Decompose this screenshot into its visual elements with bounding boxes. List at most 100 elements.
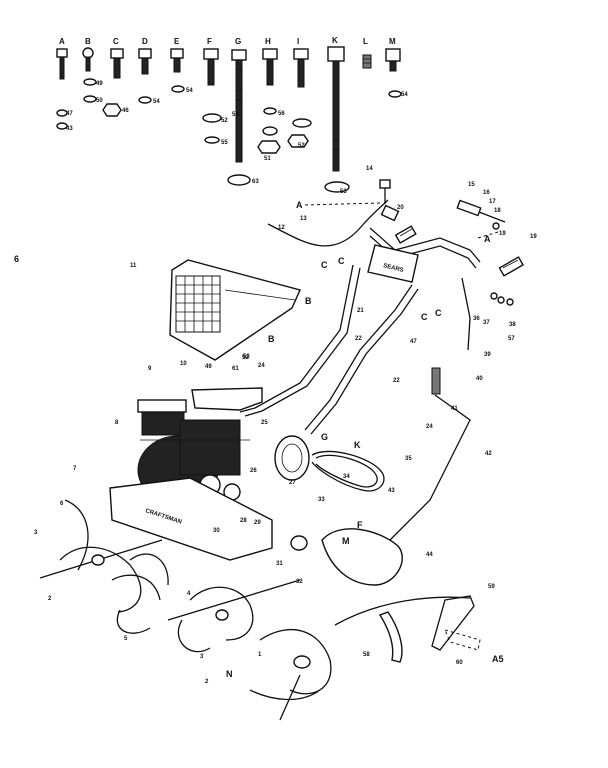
part-number: 41 <box>451 406 458 412</box>
tine-assembly-right <box>167 579 332 721</box>
part-number: 12 <box>278 225 285 231</box>
bolt-letter: K <box>332 36 338 45</box>
drive-cable <box>389 394 471 541</box>
part-number: 19 <box>499 231 506 237</box>
hardware-number: 54 <box>401 92 408 98</box>
bolt-h <box>262 48 278 86</box>
part-number: 11 <box>130 263 137 269</box>
part-number: 47 <box>410 339 417 345</box>
depth-stake <box>334 595 481 651</box>
belt-cover <box>321 528 403 586</box>
hardware-number: 53 <box>232 112 239 118</box>
part-number: 24 <box>426 424 433 430</box>
part-number: 15 <box>468 182 475 188</box>
hardware-number: 54 <box>153 99 160 105</box>
bolt-letter: B <box>85 37 91 46</box>
engine-shroud <box>169 259 301 361</box>
part-number: 18 <box>494 208 501 214</box>
part-number: 37 <box>483 320 490 326</box>
part-number: 22 <box>355 336 362 342</box>
pulley-32 <box>290 535 308 551</box>
bolt-g <box>231 49 247 163</box>
part-number: 33 <box>318 497 325 503</box>
cable-clamp <box>379 179 391 204</box>
part-number: 22 <box>393 378 400 384</box>
part-number: 7 <box>73 466 77 472</box>
bolt-letter: D <box>142 37 148 46</box>
part-number: 4 <box>187 591 191 597</box>
part-number: 59 <box>488 584 495 590</box>
hardware-number: 52 <box>221 118 228 124</box>
bolt-letter: E <box>174 37 180 46</box>
part-number: 9 <box>148 366 152 372</box>
connector-letter: C <box>321 260 328 270</box>
connector-letter: B <box>305 296 312 306</box>
connector-letter: M <box>342 536 350 546</box>
hardware-number: 54 <box>186 88 193 94</box>
connector-letter: A <box>484 234 491 244</box>
throttle-cable <box>267 199 389 247</box>
hardware-number: 52 <box>298 143 305 149</box>
part-number: 42 <box>485 451 492 457</box>
part-number: 14 <box>366 166 373 172</box>
hardware-number: 55 <box>221 140 228 146</box>
part-number: 24 <box>258 363 265 369</box>
part-number: 3 <box>34 530 38 536</box>
part-number: 53 <box>243 354 250 360</box>
bolt-m <box>385 48 401 72</box>
handle-assembly: SEARS <box>239 179 524 435</box>
hardware-number: 51 <box>264 156 271 162</box>
bolt-i <box>293 48 309 88</box>
bolt-letter: F <box>207 37 212 46</box>
drag-bar-58 <box>378 611 403 663</box>
connector-letter: B <box>268 334 275 344</box>
cable-spring-41 <box>431 367 441 395</box>
part-number: 19 <box>530 234 537 240</box>
connector-letter: N <box>226 669 233 679</box>
bolt-c <box>110 48 124 79</box>
control-link <box>461 277 514 351</box>
part-number: 57 <box>508 336 515 342</box>
washers-and-nuts <box>56 78 402 193</box>
connector-letter: C <box>338 256 345 266</box>
bolt-letter: A <box>59 37 65 46</box>
hardware-number: 56 <box>278 111 285 117</box>
part-number: 28 <box>240 518 247 524</box>
corner-code: A5 <box>492 654 504 664</box>
part-number: 26 <box>250 468 257 474</box>
engine-mount-plate <box>191 387 263 411</box>
bolt-letter: H <box>265 37 271 46</box>
part-number: 30 <box>213 528 220 534</box>
right-handle-grip <box>498 256 524 277</box>
tine-assembly-left <box>39 499 169 634</box>
part-number: 39 <box>484 352 491 358</box>
connector-letter: F <box>357 520 363 530</box>
part-number: 60 <box>456 660 463 666</box>
part-number: 2 <box>48 596 52 602</box>
nameplate-label: SEARS <box>383 263 405 274</box>
connector-letter: C <box>421 312 428 322</box>
part-number: 25 <box>261 420 268 426</box>
part-number: 35 <box>405 456 412 462</box>
part-number: 58 <box>363 652 370 658</box>
hardware-number: 53 <box>340 189 347 195</box>
hardware-number: 63 <box>252 179 259 185</box>
connector-letter: K <box>354 440 361 450</box>
part-number: 43 <box>388 488 395 494</box>
bracket-20 <box>380 204 400 222</box>
part-number: 20 <box>397 205 404 211</box>
bolt-a <box>56 48 68 80</box>
bolt-letter: M <box>389 37 396 46</box>
connector-letter: A <box>296 200 303 210</box>
bolt-k <box>327 46 345 172</box>
part-number: 10 <box>180 361 187 367</box>
part-number: 44 <box>426 552 433 558</box>
part-number: 27 <box>289 480 296 486</box>
part-number: 49 <box>205 364 212 370</box>
connector-letter: G <box>321 432 328 442</box>
part-number: 38 <box>509 322 516 328</box>
